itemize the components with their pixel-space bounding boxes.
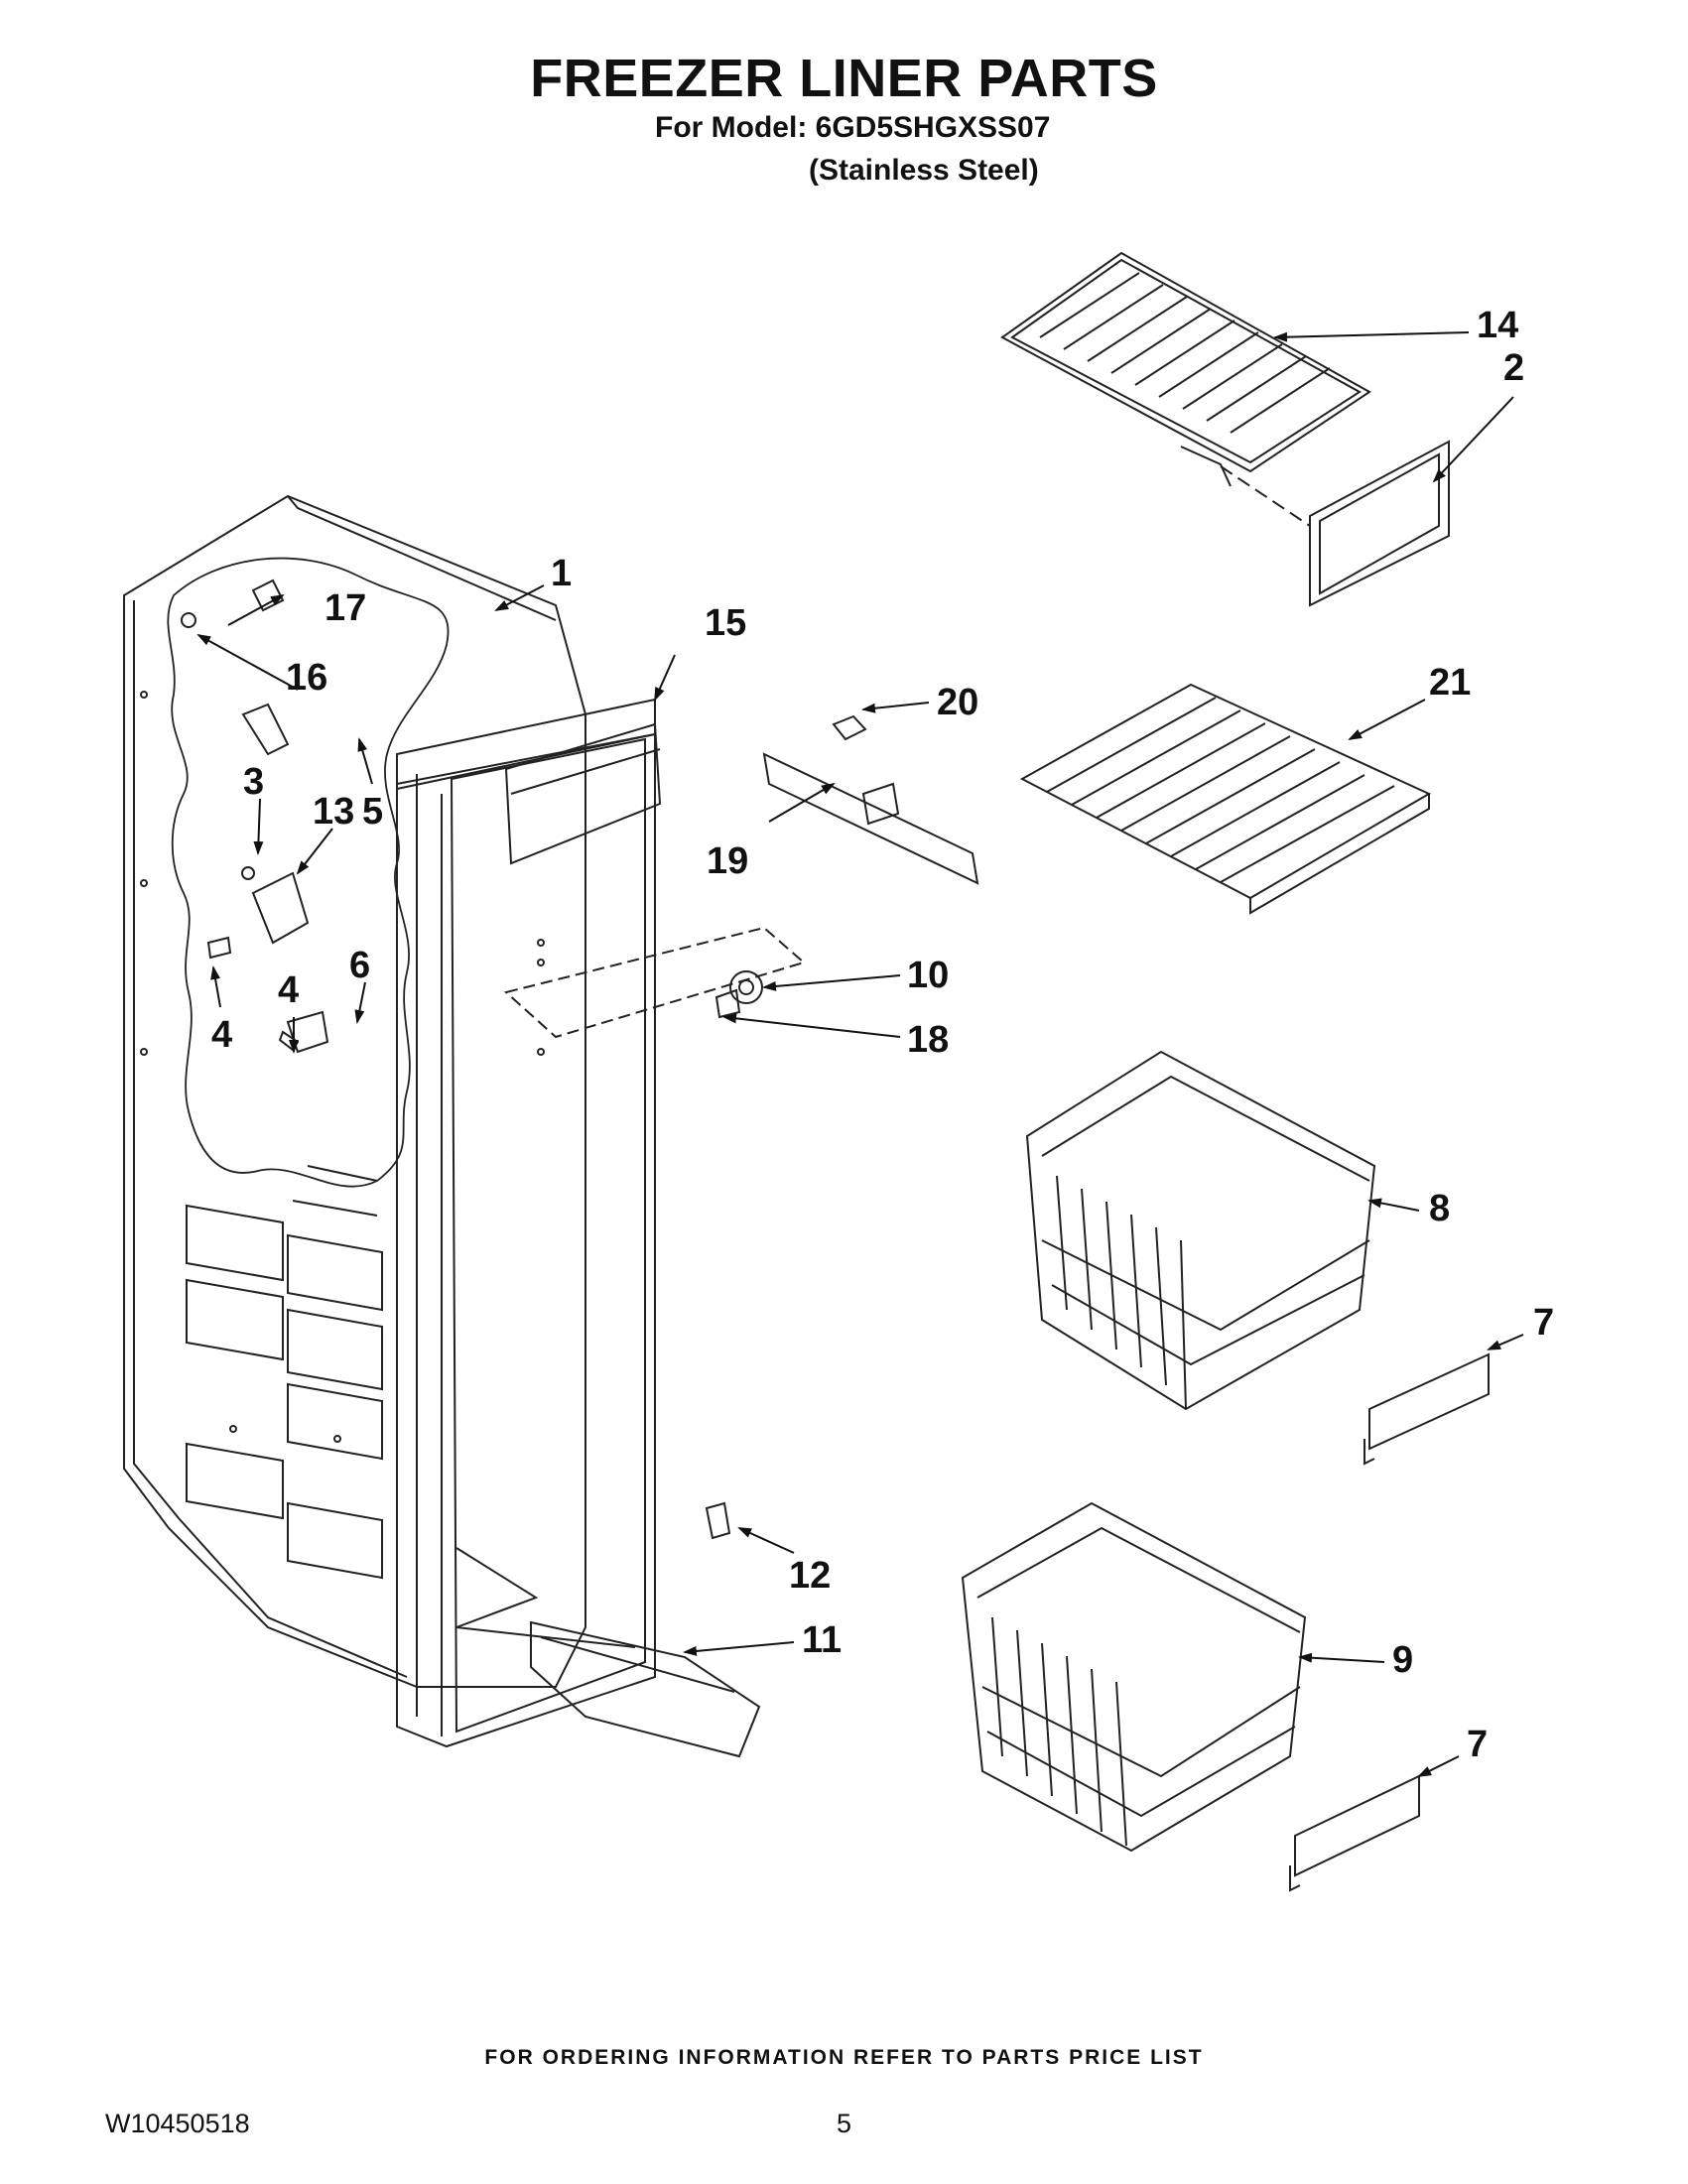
callout-15: 15 bbox=[705, 602, 746, 644]
variant-line: (Stainless Steel) bbox=[809, 154, 1039, 187]
basket-upper bbox=[1025, 1050, 1490, 1466]
callout-16: 16 bbox=[286, 657, 327, 699]
basket-lower bbox=[961, 1501, 1420, 1892]
page-title: FREEZER LINER PARTS bbox=[530, 49, 1158, 108]
ordering-note: FOR ORDERING INFORMATION REFER TO PARTS … bbox=[484, 2046, 1204, 2069]
callout-4b: 4 bbox=[278, 969, 299, 1011]
callout-labels: 1 14 2 15 17 16 5 3 13 4 4 6 20 21 19 10… bbox=[211, 305, 1554, 1765]
leader-lines bbox=[196, 331, 1524, 1777]
callout-10: 10 bbox=[907, 955, 949, 996]
callout-18: 18 bbox=[907, 1019, 949, 1061]
callout-2: 2 bbox=[1503, 347, 1524, 389]
callout-7a: 7 bbox=[1533, 1302, 1554, 1344]
callout-20: 20 bbox=[937, 682, 978, 723]
document-number: W10450518 bbox=[105, 2109, 250, 2138]
callout-19: 19 bbox=[707, 840, 748, 882]
callout-5: 5 bbox=[362, 791, 383, 833]
callout-3: 3 bbox=[243, 761, 264, 803]
wire-shelf bbox=[1019, 683, 1432, 915]
callout-7b: 7 bbox=[1467, 1724, 1488, 1765]
shelf-tray bbox=[1000, 251, 1450, 607]
callout-9: 9 bbox=[1392, 1639, 1413, 1681]
callout-1: 1 bbox=[551, 553, 572, 594]
page-number: 5 bbox=[837, 2109, 852, 2138]
callout-4a: 4 bbox=[211, 1014, 232, 1056]
hardware-parts bbox=[705, 714, 979, 1540]
callout-11: 11 bbox=[802, 1619, 842, 1661]
callout-8: 8 bbox=[1429, 1188, 1450, 1229]
callout-21: 21 bbox=[1429, 662, 1471, 704]
callout-14: 14 bbox=[1477, 305, 1518, 346]
freezer-liner bbox=[123, 494, 807, 1758]
model-line: For Model: 6GD5SHGXSS07 bbox=[655, 111, 1051, 144]
callout-6: 6 bbox=[349, 945, 370, 986]
callout-17: 17 bbox=[325, 587, 366, 629]
callout-12: 12 bbox=[789, 1555, 831, 1597]
callout-13: 13 bbox=[313, 791, 354, 833]
